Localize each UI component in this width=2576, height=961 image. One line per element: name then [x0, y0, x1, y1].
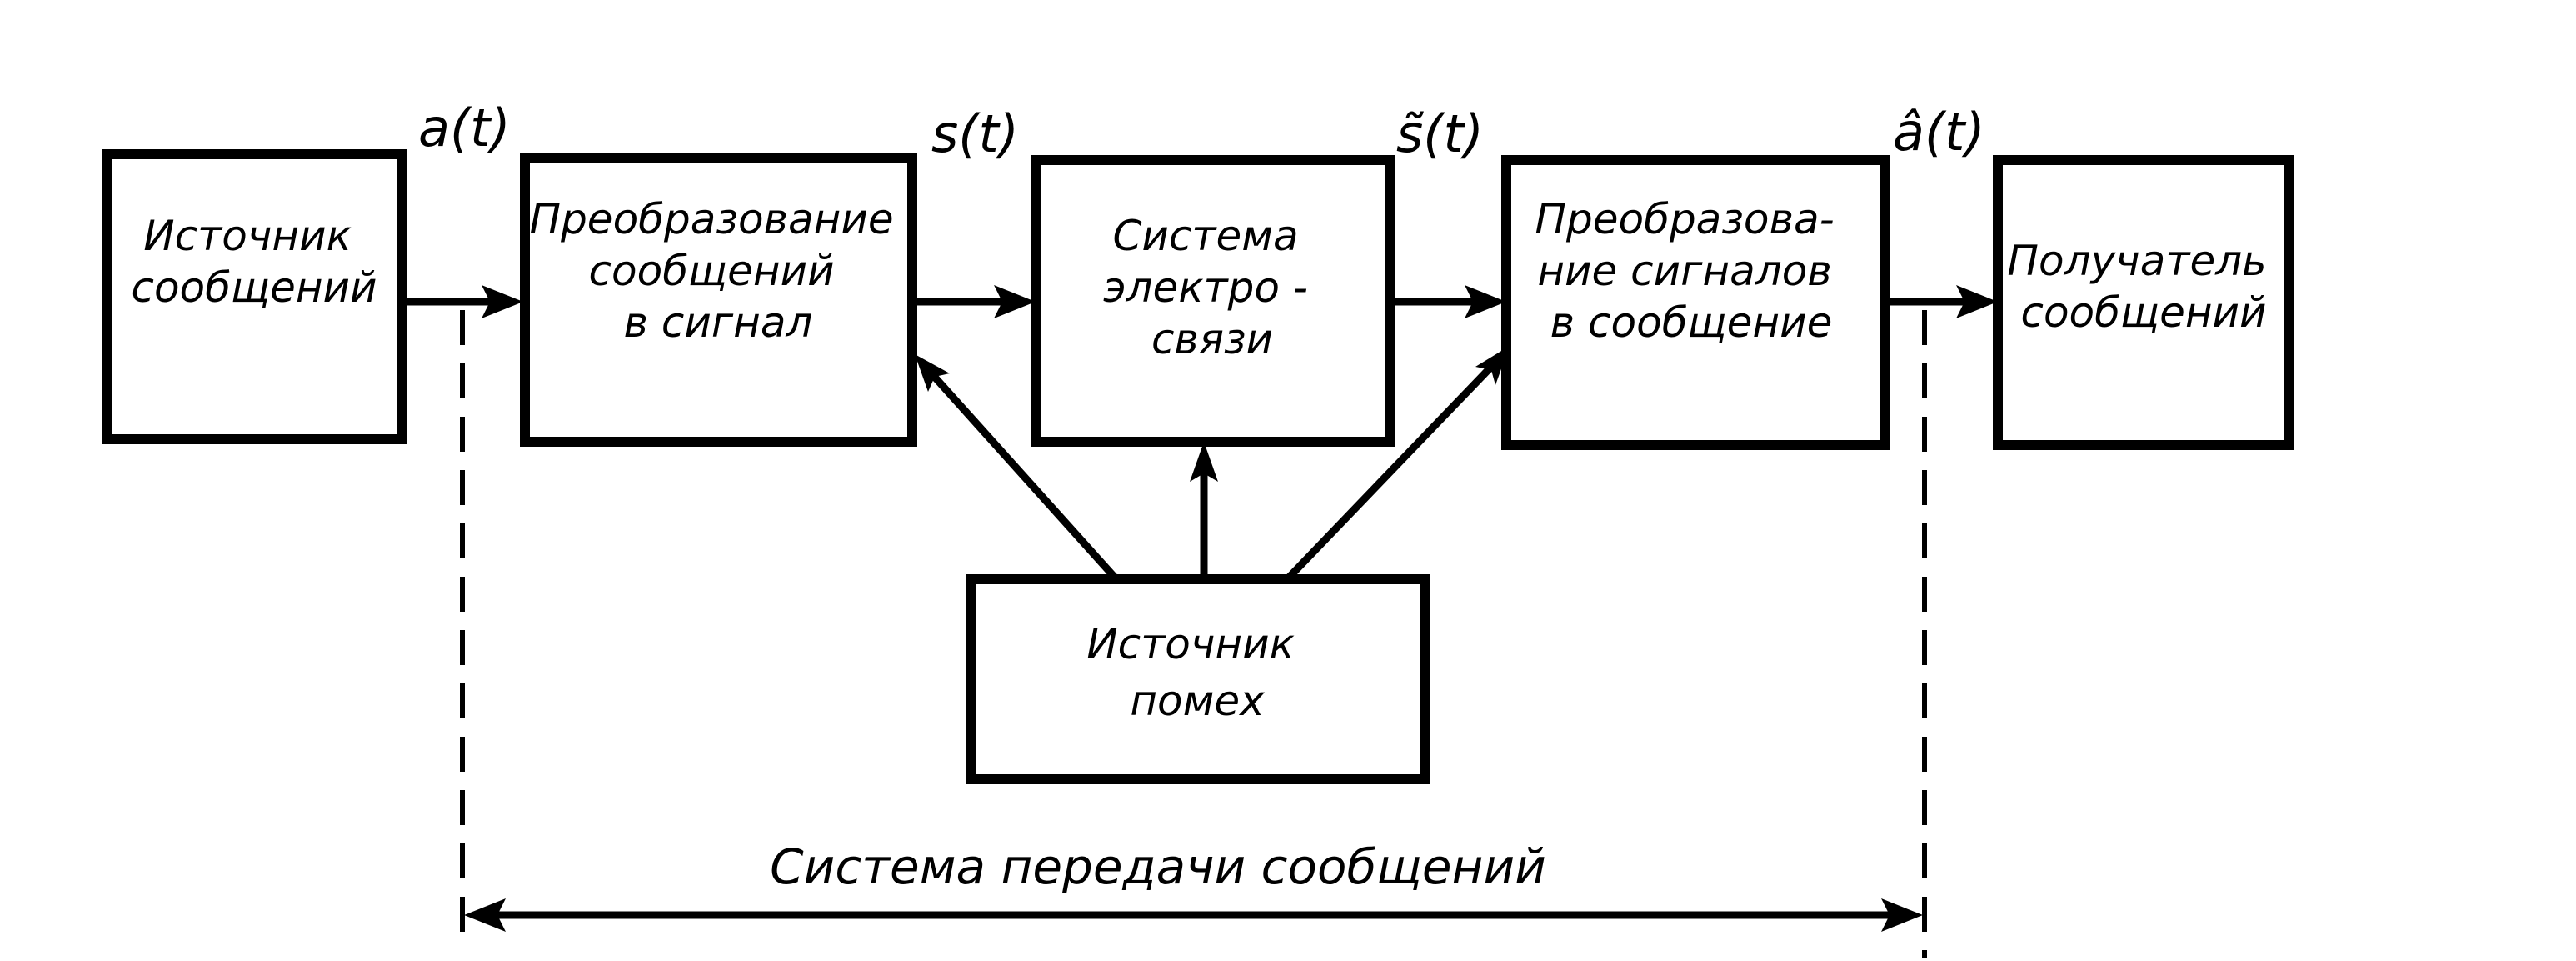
system-caption: Система передачи сообщений — [770, 838, 1546, 895]
block-line: в сообщение — [1550, 298, 1833, 347]
block-noise-source: Источник помех — [966, 574, 1430, 784]
svg-text:Преобразова- ние сигнало: Преобразова- ние сигналов в сообщение — [1535, 195, 1847, 347]
block-line: Преобразова- — [1535, 195, 1834, 243]
svg-text:Система электро -: Система электро - связи — [1103, 212, 1321, 363]
arrow-noise-to-modulator — [915, 354, 1120, 583]
signal-label-a-hat: â(t) — [1893, 102, 1985, 163]
block-message-receiver: Получатель сообщений — [1993, 155, 2294, 450]
svg-text:Преобразование сообщений: Преобразование сообщений в сигнал — [529, 195, 906, 347]
block-line: Источник — [143, 212, 352, 260]
block-line: помех — [1130, 677, 1265, 725]
block-line: в сигнал — [624, 298, 813, 347]
block-line: ние сигналов — [1537, 247, 1831, 295]
block-line: электро - — [1103, 263, 1308, 312]
svg-text:Источник помех: Источник помех — [1086, 620, 1307, 725]
block-message-to-signal: Преобразование сообщений в сигнал — [520, 153, 917, 447]
block-line: Система — [1112, 212, 1298, 260]
svg-text:Источник сообщений: Источник сообщений — [131, 212, 377, 312]
block-line: сообщений — [131, 263, 377, 312]
arrow-demodulator-to-receiver — [1885, 285, 1998, 318]
signal-label-s: s(t) — [931, 103, 1019, 164]
arrow-channel-to-demodulator — [1390, 285, 1506, 318]
block-line: сообщений — [2020, 288, 2266, 337]
block-telecom-system: Система электро - связи — [1031, 155, 1395, 447]
system-span-arrow — [464, 898, 1923, 932]
signal-label-s-hat: s̃(t) — [1396, 103, 1484, 164]
block-line: сообщений — [589, 247, 835, 295]
block-line: Преобразование — [529, 195, 893, 243]
block-line: связи — [1151, 315, 1273, 363]
block-line: Получатель — [2007, 237, 2266, 285]
arrow-noise-to-channel — [1190, 442, 1218, 579]
arrow-noise-to-demodulator — [1284, 346, 1510, 583]
arrow-modulator-to-channel — [912, 285, 1036, 318]
signal-label-a: a(t) — [418, 98, 511, 158]
block-line: Источник — [1086, 620, 1295, 668]
svg-text:Получатель сообщений: Получатель сообщений — [2007, 237, 2279, 337]
block-signal-to-message: Преобразова- ние сигналов в сообщение — [1501, 155, 1890, 450]
arrow-source-to-modulator — [402, 285, 523, 318]
block-message-source: Источник сообщений — [102, 149, 407, 444]
